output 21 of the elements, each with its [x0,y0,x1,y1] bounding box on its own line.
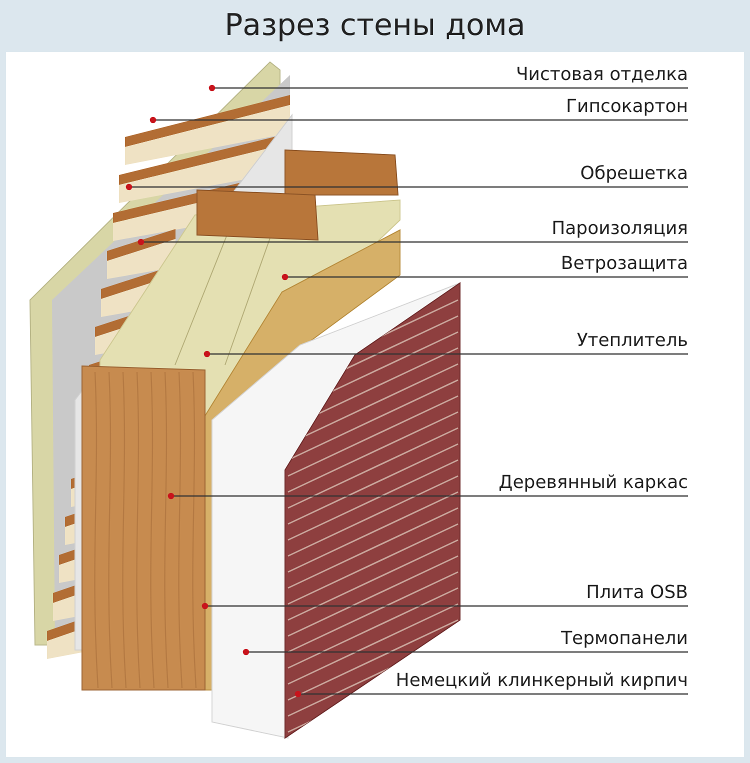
leader-line [204,350,688,358]
leader-line [294,690,688,698]
leader-line [150,116,688,124]
leader-line [138,238,688,246]
layer-label: Плита OSB [586,582,688,604]
layer-label: Обрешетка [580,163,688,185]
leader-line [208,84,688,92]
layer-label: Немецкий клинкерный кирпич [396,670,688,692]
layer-label: Гипсокартон [566,96,688,118]
leader-line [202,602,688,610]
title: Разрез стены дома [224,7,526,45]
leader-line [242,648,688,656]
layer-label: Пароизоляция [552,218,688,240]
layer-label: Чистовая отделка [516,64,688,86]
layer-label: Термопанели [561,628,688,650]
leader-line [168,492,688,500]
layer-label: Утеплитель [576,330,688,352]
leader-line [282,274,688,280]
leader-line [126,184,688,190]
layer-label: Ветрозащита [560,253,688,275]
layer-label: Деревянный каркас [498,472,688,494]
